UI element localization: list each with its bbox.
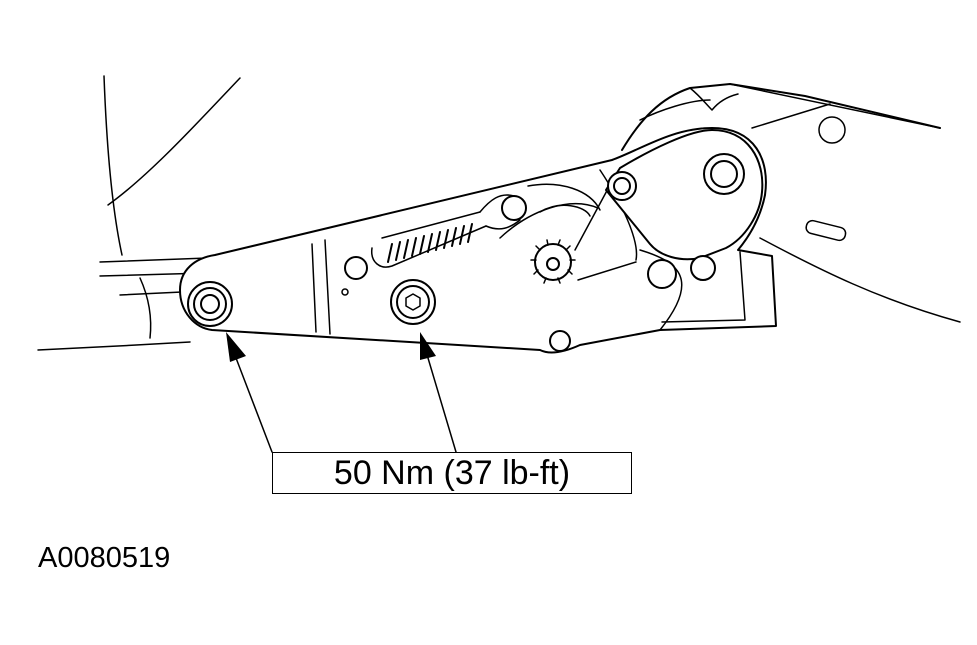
cam-quadrant [499,183,601,239]
bolt-right [390,279,436,325]
bolt-left [187,281,233,327]
leader-arrow-right [420,332,457,453]
gear [530,239,576,284]
torque-callout-label: 50 Nm (37 lb-ft) [333,453,571,492]
recliner-spring [371,194,527,268]
torque-callout: 50 Nm (37 lb-ft) [272,452,632,494]
leader-arrow-left [226,332,273,453]
figure-id: A0080519 [38,542,171,574]
latch-arm [605,99,764,261]
seat-back-frame [621,83,961,323]
plate-holes [341,255,716,352]
